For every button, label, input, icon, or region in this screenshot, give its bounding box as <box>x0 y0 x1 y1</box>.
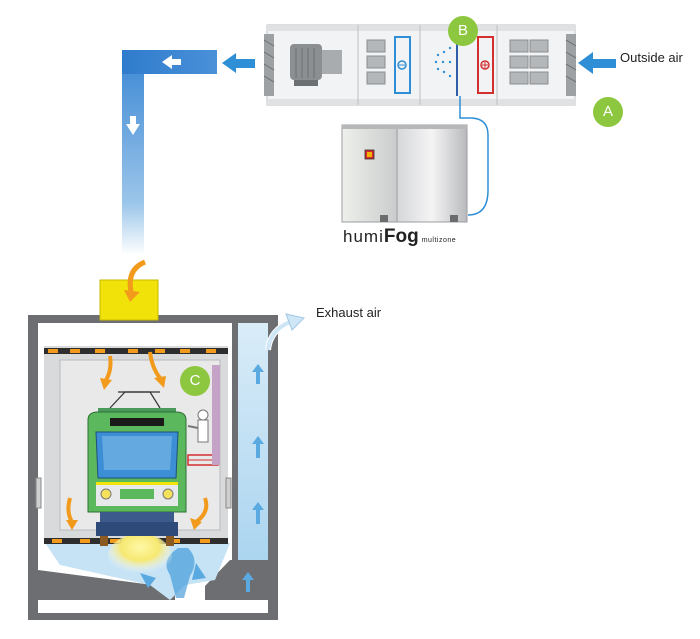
badge-b: B <box>448 16 478 46</box>
arrow-down-icon <box>66 520 78 530</box>
arrow-down-icon <box>190 518 202 530</box>
return-flow-arrows <box>140 364 264 592</box>
arrow-left-icon <box>222 53 255 73</box>
badge-a: A <box>593 97 623 127</box>
brand-part3: multizone <box>421 237 457 244</box>
outside-air-label: Outside air <box>620 50 683 65</box>
air-handling-unit <box>263 24 577 106</box>
brand-part2: Fog <box>383 226 419 247</box>
arrow-left-icon <box>162 55 181 69</box>
nozzle-icon <box>434 36 458 96</box>
painter-icon <box>187 365 220 466</box>
arrow-up-icon <box>252 502 264 524</box>
exhaust-air-label: Exhaust air <box>316 305 382 320</box>
arrow-down-icon <box>126 116 140 135</box>
arrow-up-icon <box>285 313 305 331</box>
arrow-up-icon <box>252 436 264 458</box>
arrow-down-icon <box>124 290 140 302</box>
arrow-down-icon <box>100 378 112 390</box>
humifog-cabinet <box>341 124 468 223</box>
supply-duct <box>122 50 217 255</box>
arrow-up-icon <box>252 364 264 384</box>
supply-flow-arrows <box>66 351 209 524</box>
brand-part1: humi <box>343 227 384 246</box>
tram-icon <box>87 391 187 546</box>
arrow-up-icon <box>242 572 254 592</box>
coil-icon <box>394 36 411 94</box>
fan-motor-icon <box>290 44 342 86</box>
badge-c: C <box>180 366 210 396</box>
arrow-left-icon <box>578 52 616 74</box>
arrow-down-icon <box>154 376 166 388</box>
coil-icon <box>477 36 494 94</box>
